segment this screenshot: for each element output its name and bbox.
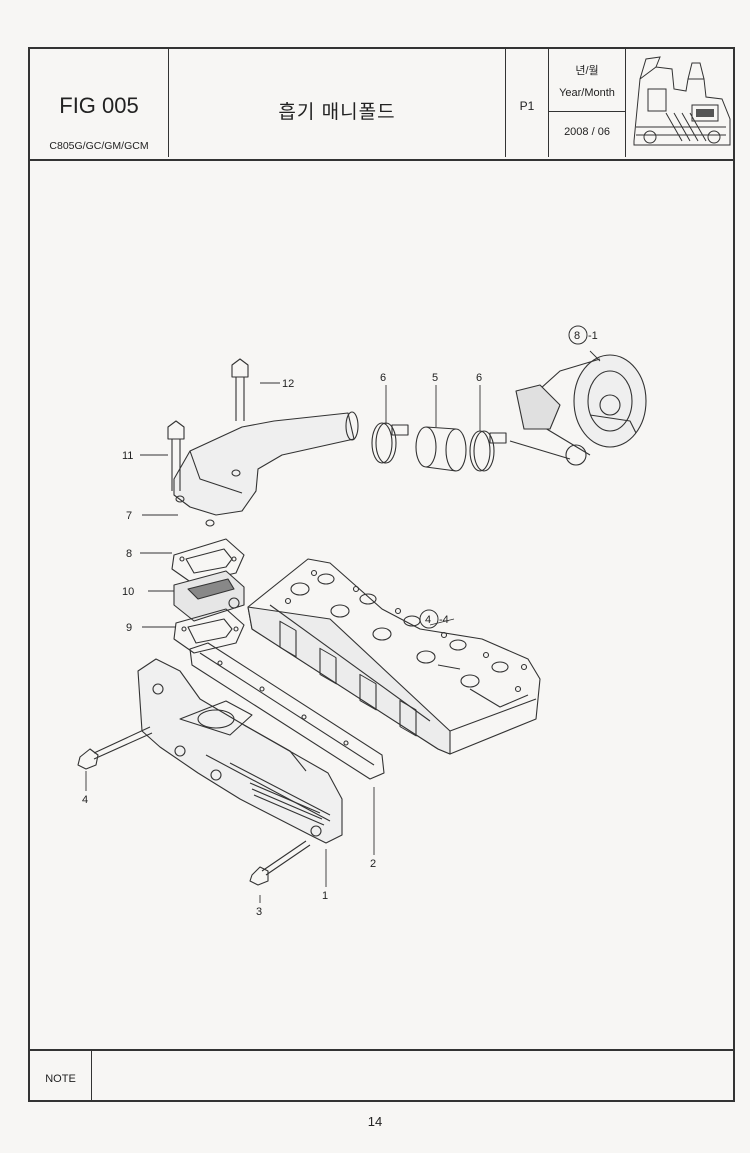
svg-text:-4: -4 [439, 614, 449, 626]
callout-7: 7 [126, 510, 132, 522]
title-cell: 흡기 매니폴드 [169, 49, 506, 157]
svg-text:4: 4 [425, 614, 431, 626]
upper-gasket [171, 538, 245, 584]
date-label-english: Year/Month [559, 87, 615, 99]
page-title: 흡기 매니폴드 [278, 102, 396, 123]
model-list: C805G/GC/GM/GCM [49, 140, 149, 152]
callout-6-left: 6 [380, 372, 386, 384]
svg-text:8: 8 [574, 330, 580, 342]
intake-elbow [173, 411, 359, 527]
callout-2: 2 [370, 858, 376, 870]
title-block: FIG 005 C805G/GC/GM/GCM 흡기 매니폴드 P1 년/월 Y… [30, 49, 733, 161]
svg-text:-1: -1 [588, 330, 598, 342]
intake-heater [173, 570, 245, 622]
callout-9: 9 [126, 622, 132, 634]
note-label: NOTE [45, 1073, 76, 1085]
hose-clamp-left [371, 422, 409, 464]
date-cell: 년/월 Year/Month 2008 / 06 [549, 49, 626, 157]
callout-11: 11 [122, 450, 133, 462]
manifold-gasket [189, 642, 385, 780]
callout-4: 4 [82, 794, 88, 806]
cylinder-head [247, 558, 541, 755]
elbow-bolt-long [231, 358, 249, 421]
page-number: 14 [367, 1114, 383, 1129]
date-label-korean: 년/월 [575, 65, 599, 77]
combine-harvester-icon [633, 56, 731, 146]
reference-callout-8: 8 -1 [568, 325, 598, 345]
connecting-hose [415, 426, 467, 472]
figure-cell: FIG 005 C805G/GC/GM/GCM [30, 49, 169, 157]
callout-5: 5 [432, 372, 438, 384]
hose-clamp-right [469, 430, 507, 472]
date-value: 2008 / 06 [564, 126, 610, 138]
intake-manifold [137, 658, 343, 844]
manifold-bolt [77, 726, 153, 770]
turbocharger [509, 354, 647, 466]
page-cell: P1 [506, 49, 549, 157]
callout-1: 1 [322, 890, 328, 902]
note-label-cell: NOTE [30, 1051, 92, 1102]
reference-callout-4: 4 -4 [419, 609, 449, 629]
page-frame: FIG 005 C805G/GC/GM/GCM 흡기 매니폴드 P1 년/월 Y… [28, 47, 735, 1102]
callout-3: 3 [256, 906, 262, 918]
exploded-parts-drawing: 12 11 7 8 10 9 4 3 1 2 6 5 6 4 -4 8 -1 [30, 159, 733, 1049]
callout-12: 12 [282, 378, 294, 390]
sheet-number: P1 [519, 99, 535, 113]
machine-thumbnail [626, 49, 735, 157]
lower-gasket [173, 608, 245, 654]
callout-8: 8 [126, 548, 132, 560]
elbow-bolt-short [167, 420, 185, 491]
note-row: NOTE [30, 1049, 733, 1104]
callout-10: 10 [122, 586, 134, 598]
figure-number: FIG 005 [59, 93, 139, 118]
bracket-bolt [249, 840, 311, 886]
callout-6-right: 6 [476, 372, 482, 384]
intake-manifold-diagram: 12 11 7 8 10 9 4 3 1 2 6 5 6 4 -4 8 -1 [77, 325, 647, 918]
